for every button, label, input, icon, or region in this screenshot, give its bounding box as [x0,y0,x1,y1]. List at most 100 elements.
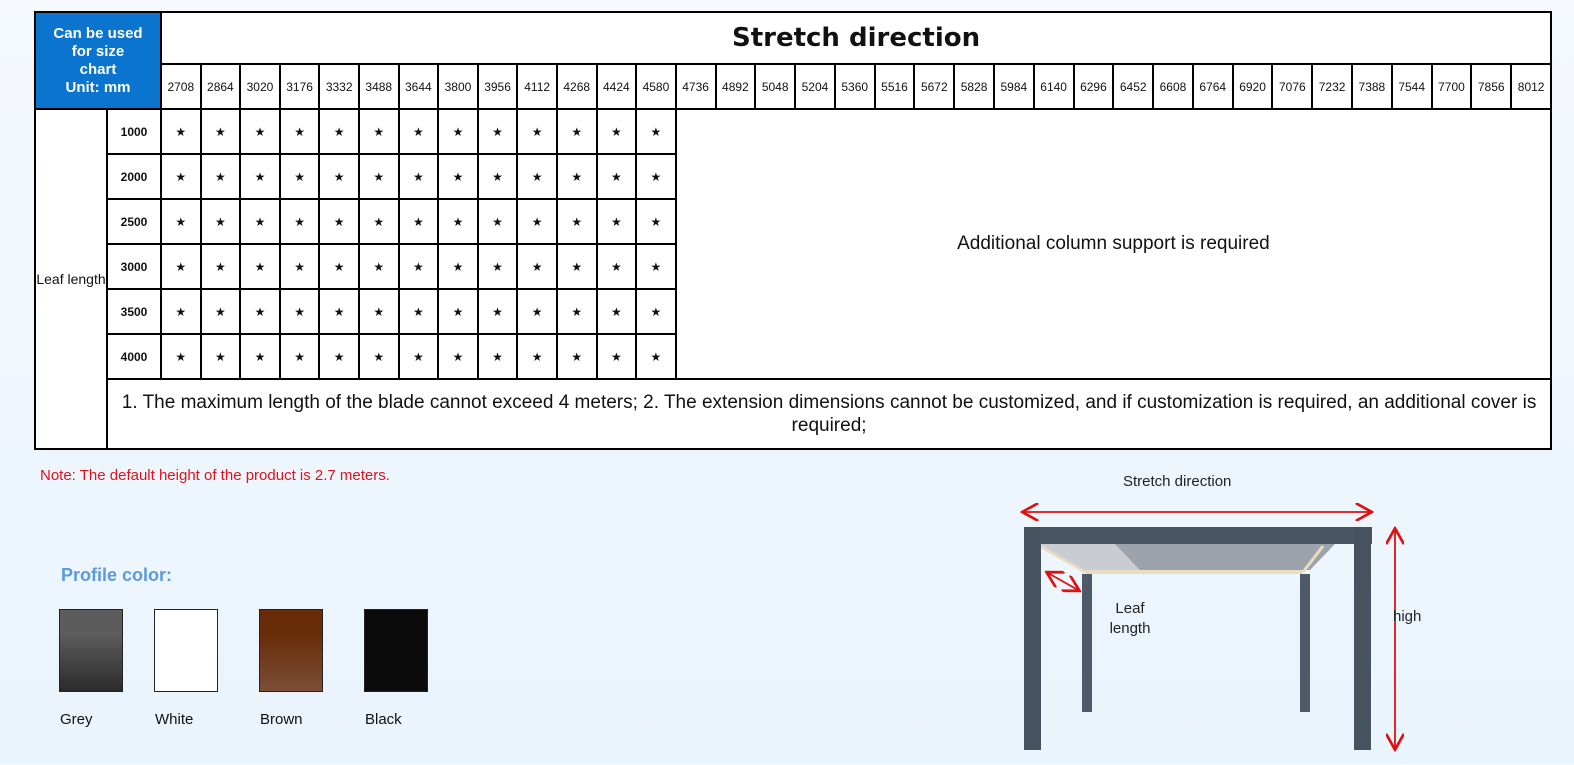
column-header: 5828 [953,63,995,110]
available-mark: ★ [278,108,321,155]
row-header: 3500 [106,288,162,335]
available-mark: ★ [635,333,677,380]
column-header: 6452 [1112,63,1155,110]
available-mark: ★ [437,198,479,245]
leaf-length-label: Leaf length [1109,600,1151,637]
available-mark: ★ [437,108,479,155]
available-mark: ★ [476,198,519,245]
column-header: 6296 [1072,63,1115,110]
column-header: 4580 [635,63,677,110]
available-mark: ★ [555,288,598,335]
available-mark: ★ [397,198,440,245]
available-mark: ★ [278,333,321,380]
front-post-right [1354,527,1371,750]
available-mark: ★ [318,198,360,245]
column-header: 7076 [1271,63,1314,110]
available-mark: ★ [437,153,479,200]
column-header: 7232 [1311,63,1353,110]
column-header: 7544 [1390,63,1433,110]
available-mark: ★ [397,333,440,380]
available-mark: ★ [476,153,519,200]
available-mark: ★ [595,108,638,155]
column-header: 7856 [1470,63,1513,110]
available-mark: ★ [278,243,321,290]
available-mark: ★ [160,243,202,290]
footnote-cell: 1. The maximum length of the blade canno… [105,378,1553,450]
available-mark: ★ [635,108,677,155]
available-mark: ★ [199,153,242,200]
available-mark: ★ [160,108,202,155]
column-header: 5984 [992,63,1035,110]
column-header: 3956 [476,63,519,110]
available-mark: ★ [239,333,281,380]
available-mark: ★ [318,108,360,155]
available-mark: ★ [357,198,400,245]
leaf-length-header: Leaf length [34,108,108,450]
available-mark: ★ [199,108,242,155]
available-mark: ★ [160,288,202,335]
available-mark: ★ [397,288,440,335]
available-mark: ★ [318,333,360,380]
column-header: 3644 [397,63,440,110]
column-header: 6608 [1152,63,1194,110]
available-mark: ★ [635,288,677,335]
stretch-direction-title: Stretch direction [159,11,1553,65]
row-header: 2000 [106,153,162,200]
available-mark: ★ [318,288,360,335]
available-mark: ★ [516,198,558,245]
column-header: 4424 [595,63,638,110]
column-header: 3800 [437,63,479,110]
column-header: 4268 [555,63,598,110]
row-header: 3000 [106,243,162,290]
available-mark: ★ [476,108,519,155]
available-mark: ★ [199,288,242,335]
column-header: 3332 [318,63,360,110]
column-header: 5360 [833,63,876,110]
available-mark: ★ [199,333,242,380]
swatch-grey [59,609,123,692]
available-mark: ★ [635,153,677,200]
available-mark: ★ [437,333,479,380]
available-mark: ★ [437,288,479,335]
available-mark: ★ [278,288,321,335]
available-mark: ★ [357,243,400,290]
swatch-brown [259,609,323,692]
available-mark: ★ [476,243,519,290]
row-header: 1000 [106,108,162,155]
additional-support-cell: Additional column support is required [674,108,1553,380]
available-mark: ★ [476,333,519,380]
column-header: 3176 [278,63,321,110]
column-header: 7388 [1351,63,1393,110]
available-mark: ★ [595,243,638,290]
available-mark: ★ [516,333,558,380]
column-header: 4736 [674,63,717,110]
available-mark: ★ [555,108,598,155]
available-mark: ★ [516,288,558,335]
available-mark: ★ [357,288,400,335]
column-header: 6140 [1032,63,1075,110]
column-header: 4892 [714,63,757,110]
available-mark: ★ [318,243,360,290]
default-height-note: Note: The default height of the product … [40,467,390,484]
column-header: 5204 [794,63,836,110]
available-mark: ★ [555,243,598,290]
available-mark: ★ [555,198,598,245]
available-mark: ★ [397,153,440,200]
pergola-diagram: Stretch direction Leaf length high [990,470,1450,760]
column-header: 3488 [357,63,400,110]
column-header: 3020 [239,63,281,110]
unit-header-line: for size [71,42,125,60]
available-mark: ★ [635,198,677,245]
swatch-white [154,609,218,692]
available-mark: ★ [239,243,281,290]
available-mark: ★ [397,108,440,155]
available-mark: ★ [199,198,242,245]
available-mark: ★ [635,243,677,290]
unit-header-line: chart [79,60,117,78]
swatch-label: White [155,711,194,728]
available-mark: ★ [595,153,638,200]
column-header: 5516 [873,63,916,110]
available-mark: ★ [516,153,558,200]
available-mark: ★ [397,243,440,290]
